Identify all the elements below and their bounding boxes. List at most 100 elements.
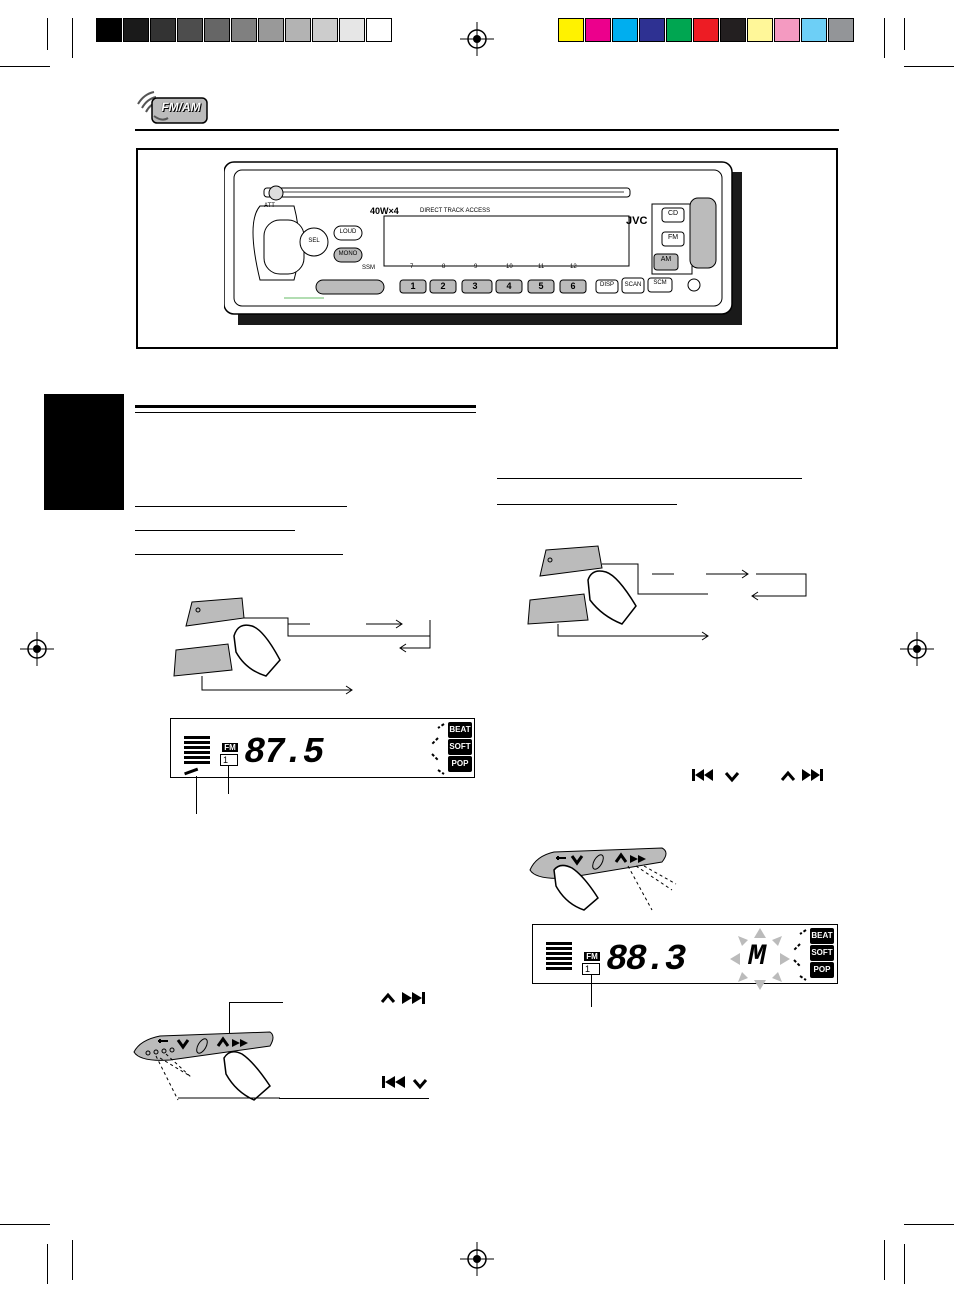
power-rating: 40W×4: [370, 206, 399, 216]
underline: [135, 506, 347, 507]
gray-swatch: [285, 18, 311, 42]
seek-up-icon: [380, 992, 425, 1004]
feature-label: DIRECT TRACK ACCESS: [420, 208, 491, 214]
sound-mode-pop: POP: [448, 756, 472, 772]
underline: [135, 530, 295, 531]
color-swatch: [612, 18, 638, 42]
fm-am-section-icon: [137, 91, 208, 124]
gray-swatch: [366, 18, 392, 42]
radio-unit-panel: [136, 148, 838, 349]
color-swatch: [666, 18, 692, 42]
scm-button[interactable]: SCM: [653, 280, 667, 286]
color-swatch: [747, 18, 773, 42]
fm-button[interactable]: FM: [667, 234, 679, 241]
sound-mode-beat: BEAT: [810, 928, 834, 944]
sound-mode-pop: POP: [810, 962, 834, 978]
callout-line: [229, 1002, 283, 1003]
band-indicator: FM: [222, 743, 238, 752]
direct-number-label: 9: [474, 264, 478, 270]
sound-mode-soft: SOFT: [448, 739, 472, 755]
direct-number-label: 8: [442, 264, 446, 270]
callout-line: [228, 766, 229, 794]
band-indicator: FM: [584, 952, 600, 961]
gray-swatch: [96, 18, 122, 42]
preset-button-1[interactable]: 1: [410, 281, 416, 291]
underline: [135, 554, 343, 555]
sel-label[interactable]: SEL: [308, 238, 320, 244]
callout-line: [196, 776, 197, 814]
att-label: ATT: [264, 203, 275, 209]
preset-button-6[interactable]: 6: [570, 281, 576, 291]
gray-swatch: [258, 18, 284, 42]
color-swatch: [693, 18, 719, 42]
frequency-readout: 88.3: [606, 939, 686, 980]
am-button[interactable]: AM: [660, 256, 672, 263]
lcd-display-right: [532, 924, 838, 984]
memory-indicator: M: [748, 940, 767, 974]
color-swatch: [801, 18, 827, 42]
callout-line: [591, 975, 592, 1007]
callout-line: [279, 1098, 429, 1099]
color-swatch: [774, 18, 800, 42]
language-tab: [44, 394, 124, 510]
level-meter-icon: [546, 942, 572, 970]
header-rule: [135, 129, 839, 131]
cd-button[interactable]: CD: [667, 210, 679, 217]
underline: [497, 504, 677, 505]
band-number: 1: [220, 754, 238, 766]
direct-number-label: 12: [570, 264, 577, 270]
gray-swatch: [150, 18, 176, 42]
band-button-press-diagram-right: [527, 545, 807, 641]
frequency-readout: 87.5: [244, 732, 324, 773]
underline: [497, 478, 802, 479]
mono-button[interactable]: MONO: [338, 251, 358, 257]
seek-down-icon: [382, 1076, 428, 1090]
preset-button-5[interactable]: 5: [538, 281, 544, 291]
preset-button-3[interactable]: 3: [472, 281, 478, 291]
preset-button-2[interactable]: 2: [440, 281, 446, 291]
sound-mode-soft: SOFT: [810, 945, 834, 961]
registration-mark-right: [900, 632, 934, 666]
preset-buttons: 1 2 3 4 5 6: [400, 281, 600, 293]
band-button-press-diagram: [173, 597, 431, 695]
gray-swatch: [231, 18, 257, 42]
preset-button-4[interactable]: 4: [506, 281, 512, 291]
disp-button[interactable]: DISP: [599, 282, 614, 288]
color-swatch: [720, 18, 746, 42]
direct-number-label: 11: [538, 264, 545, 270]
registration-mark-top: [460, 22, 494, 56]
gray-swatch: [177, 18, 203, 42]
gray-swatch: [339, 18, 365, 42]
lcd-display-left: [170, 718, 475, 778]
sound-mode-beat: BEAT: [448, 722, 472, 738]
color-calibration-bar: [558, 18, 858, 42]
memory-flash-icon: [730, 928, 790, 990]
gray-swatch: [123, 18, 149, 42]
registration-mark-left: [20, 632, 54, 666]
seek-button-press-diagram-right: [529, 847, 677, 911]
segment-ticks: [793, 929, 807, 981]
direct-number-label: 7: [410, 264, 414, 270]
level-meter-icon: [184, 736, 210, 776]
seek-button-press-diagram: [133, 1031, 280, 1101]
color-swatch: [639, 18, 665, 42]
color-swatch: [828, 18, 854, 42]
brand-logo: JVC: [626, 215, 648, 227]
color-swatch: [558, 18, 584, 42]
color-swatch: [585, 18, 611, 42]
fm-am-badge-label: FM/AM: [161, 100, 201, 114]
band-number: 1: [582, 963, 600, 975]
gray-swatch: [204, 18, 230, 42]
sel-knob: [299, 227, 329, 257]
radio-faceplate: [224, 161, 742, 325]
seek-icons-inline: [692, 769, 823, 783]
direct-number-labels: 7 8 9 10 11 12: [410, 264, 580, 272]
callout-line: [229, 1002, 230, 1042]
direct-number-label: 10: [506, 264, 513, 270]
gray-swatch: [312, 18, 338, 42]
ssm-label: SSM: [362, 265, 376, 271]
scan-button[interactable]: SCAN: [624, 282, 642, 288]
loud-button[interactable]: LOUD: [339, 229, 357, 235]
